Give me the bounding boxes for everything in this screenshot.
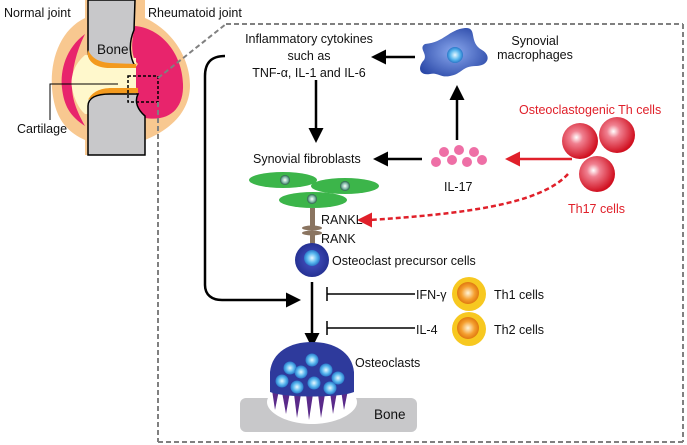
precursor-label: Osteoclast precursor cells	[332, 254, 476, 268]
cytokines-line-1: Inflammatory cytokines	[245, 32, 373, 46]
fibroblast-cells	[249, 172, 379, 208]
rank-label: RANK	[321, 232, 356, 246]
rheumatoid-joint-label: Rheumatoid joint	[148, 6, 242, 20]
macrophages-label: Synovial macrophages	[490, 34, 580, 62]
rankl-label: RANKL	[321, 213, 363, 227]
inhibition-lines	[326, 287, 415, 335]
osteoclast-nuclei	[275, 353, 345, 395]
normal-synovium	[61, 34, 85, 126]
arrow-cytokines-to-osteoclast	[203, 54, 301, 308]
cytokines-label: Inflammatory cytokines such as TNF-α, IL…	[234, 32, 384, 80]
th17-label: Th17 cells	[568, 202, 625, 216]
zoom-box	[127, 75, 159, 103]
upper-cartilage	[87, 50, 136, 68]
cartilage-pointer	[49, 83, 118, 120]
cytokines-line-3: TNF-α, IL-1 and IL-6	[252, 66, 366, 80]
zoom-frame	[157, 23, 684, 443]
th2-label: Th2 cells	[494, 323, 545, 337]
osteoclast-precursor-cell	[295, 243, 329, 277]
osteoclasts-label: Osteoclasts	[355, 356, 421, 370]
bone-with-osteoclast	[240, 342, 417, 432]
rankl-rank-receptor	[302, 208, 322, 246]
lower-bone	[87, 93, 146, 156]
joint-bone-label: Bone	[97, 42, 129, 57]
joint-illustration	[49, 0, 190, 156]
cytokines-line-2: such as	[287, 49, 331, 63]
cartilage-label: Cartilage	[17, 122, 68, 136]
ifn-gamma-label: IFN-γ	[416, 288, 447, 302]
th17-cells	[562, 117, 635, 192]
il17-label: IL-17	[444, 180, 473, 194]
fibroblasts-label: Synovial fibroblasts	[253, 152, 361, 166]
osteoclast-ruffled-border	[272, 390, 348, 420]
macrophage-cell	[420, 27, 488, 77]
il4-label: IL-4	[416, 323, 438, 337]
osteoclastogenic-th-label: Osteoclastogenic Th cells	[519, 103, 662, 117]
lower-cartilage	[88, 88, 138, 100]
th2-cell	[452, 312, 486, 346]
macrophages-line-2: macrophages	[497, 48, 573, 62]
arrow-th17-to-rankl	[357, 173, 569, 228]
pathway-arrows	[203, 49, 465, 348]
th1-label: Th1 cells	[494, 288, 545, 302]
il17-molecules	[431, 145, 487, 167]
th1-cell	[452, 277, 486, 311]
macrophages-line-1: Synovial	[511, 34, 559, 48]
normal-joint-label: Normal joint	[4, 6, 71, 20]
inflamed-synovium	[132, 26, 184, 119]
pathway-bone-label: Bone	[374, 407, 406, 422]
